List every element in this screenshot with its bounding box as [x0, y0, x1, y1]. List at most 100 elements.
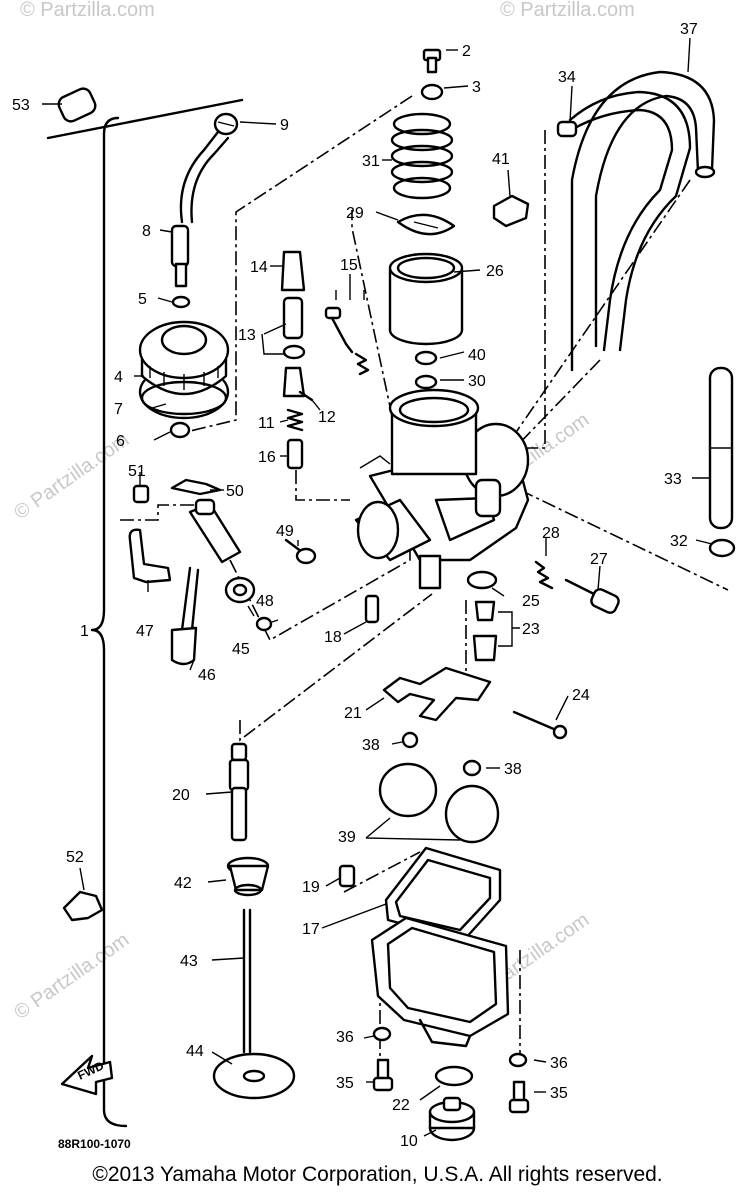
part-35-screw	[372, 1058, 394, 1092]
part-35-screw	[508, 1080, 530, 1114]
label-17: 17	[302, 921, 320, 938]
part-50-fitting	[170, 478, 222, 496]
watermark: © Partzilla.com	[20, 0, 155, 21]
label-44: 44	[186, 1043, 204, 1060]
part-41-clip	[492, 194, 530, 228]
part-47-bracket	[128, 528, 172, 584]
bracket-top-line	[46, 98, 244, 140]
part-25-ring	[466, 570, 498, 590]
part-8-fitting	[170, 224, 190, 288]
label-31: 31	[362, 153, 380, 170]
label-29: 29	[346, 205, 364, 222]
carburetor-body	[354, 388, 530, 590]
label-23: 23	[522, 621, 540, 638]
label-42: 42	[174, 875, 192, 892]
label-4: 4	[114, 369, 123, 386]
label-14: 14	[250, 259, 268, 276]
part-21-lever	[382, 666, 492, 722]
part-46-hose	[170, 566, 200, 666]
part-labels: 53 2 3 9 37 34 31 29 41 8 14 26 15 5 13 …	[12, 21, 698, 1150]
part-3-washer	[420, 83, 444, 101]
part-14-needle	[280, 250, 306, 292]
label-6: 6	[116, 433, 125, 450]
label-41: 41	[492, 151, 510, 168]
part-33-tube	[708, 366, 734, 530]
part-52-clip	[62, 890, 104, 922]
label-12: 12	[318, 409, 336, 426]
label-37: 37	[680, 21, 698, 38]
part-38-cap	[401, 731, 419, 749]
part-9-cap	[213, 112, 239, 136]
label-26: 26	[486, 263, 504, 280]
label-40: 40	[468, 347, 486, 364]
part-11-spring	[286, 408, 304, 432]
part-26-valve	[388, 252, 464, 346]
label-53: 53	[12, 97, 30, 114]
label-35: 35	[336, 1075, 354, 1092]
label-27: 27	[590, 551, 608, 568]
label-36: 36	[550, 1055, 568, 1072]
part-49-pin	[284, 538, 317, 565]
part-40-ring	[414, 350, 438, 366]
part-36-washer	[508, 1052, 528, 1068]
label-43: 43	[180, 953, 198, 970]
part-43-rod	[242, 908, 252, 1054]
part-4-cover	[138, 320, 230, 420]
part-17-gasket	[384, 846, 502, 942]
part-23-jet	[472, 600, 498, 662]
part-6-washer	[169, 421, 191, 439]
part-29-plate	[396, 213, 456, 236]
watermark: © Partzilla.com	[10, 429, 133, 524]
watermark: © Partzilla.com	[500, 0, 635, 21]
label-15: 15	[340, 257, 358, 274]
label-47: 47	[136, 623, 154, 640]
part-2-screw	[422, 48, 442, 74]
part-42-plug	[226, 856, 270, 897]
label-3: 3	[472, 79, 481, 96]
assembly-bracket	[90, 116, 128, 1128]
part-38-cap	[462, 759, 482, 777]
part-51-nut	[132, 484, 150, 504]
label-8: 8	[142, 223, 151, 240]
part-valve-assembly	[188, 498, 242, 564]
part-22-oring	[434, 1065, 474, 1087]
label-39: 39	[338, 829, 356, 846]
label-22: 22	[392, 1097, 410, 1114]
part-36-washer	[372, 1026, 392, 1042]
label-50: 50	[226, 483, 244, 500]
part-10-drain-plug	[428, 1096, 476, 1142]
part-18-screw	[364, 594, 380, 624]
label-38: 38	[362, 737, 380, 754]
label-21: 21	[344, 705, 362, 722]
part-15-screw	[324, 306, 370, 376]
label-1: 1	[80, 623, 89, 640]
part-5-oring	[171, 295, 191, 309]
part-16-screw	[286, 438, 304, 470]
label-45: 45	[232, 641, 250, 658]
label-11: 11	[258, 415, 275, 432]
part-7-gasket	[140, 380, 228, 416]
part-24-pin	[512, 710, 568, 740]
label-18: 18	[324, 629, 342, 646]
label-48: 48	[256, 593, 274, 610]
label-20: 20	[172, 787, 190, 804]
label-30: 30	[468, 373, 486, 390]
label-24: 24	[572, 687, 590, 704]
hose-8-9	[179, 130, 230, 224]
label-2: 2	[462, 43, 471, 60]
callout-leaders	[42, 37, 713, 1137]
part-30-ring	[414, 374, 438, 390]
label-46: 46	[198, 667, 216, 684]
part-32-clamp	[708, 538, 736, 558]
label-9: 9	[280, 117, 289, 134]
label-34: 34	[558, 69, 576, 86]
label-10: 10	[400, 1133, 418, 1150]
part-13-needle-jet	[282, 296, 306, 360]
label-19: 19	[302, 879, 320, 896]
part-45-cap	[224, 576, 256, 604]
part-19-screw	[338, 864, 356, 888]
label-52: 52	[66, 849, 84, 866]
carburetor-exploded-diagram: © Partzilla.com © Partzilla.com © Partzi…	[10, 0, 736, 1151]
part-44-washer	[212, 1052, 296, 1100]
part-48-ring	[255, 616, 273, 632]
